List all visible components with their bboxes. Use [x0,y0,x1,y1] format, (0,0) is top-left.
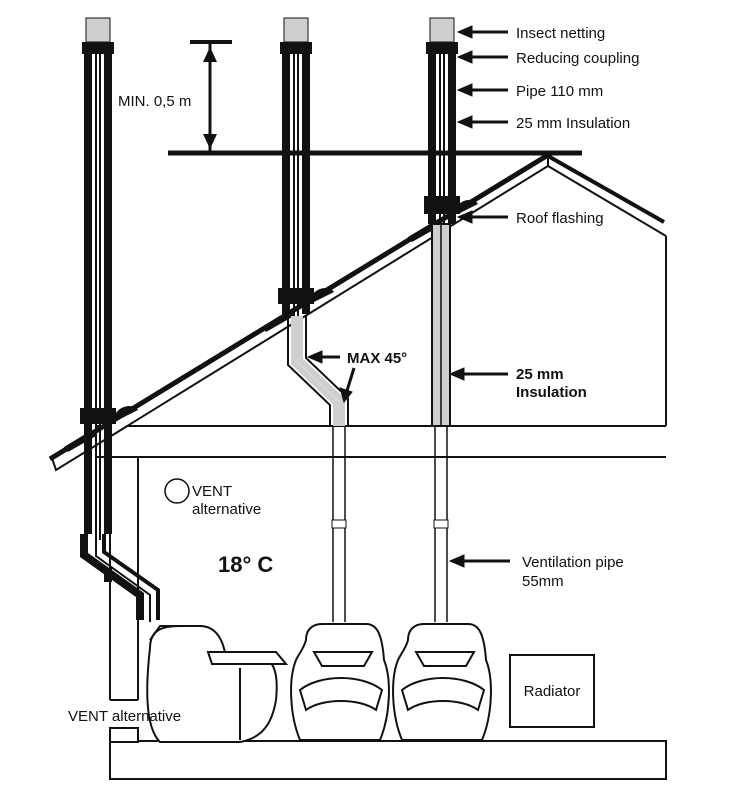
label-vent-alt-floor: VENT alternative [68,708,181,725]
radiator: Radiator [509,654,595,728]
radiator-label: Radiator [524,683,581,700]
label-vent-alt-room-2: alternative [192,501,261,518]
floor [109,727,667,780]
label-insulation-25: 25 mm Insulation [516,115,630,132]
label-pipe-110: Pipe 110 mm [516,83,603,100]
label-insulation-bold-2: Insulation [516,384,587,401]
toilet-unit-middle [290,623,390,741]
vent-pipe-left [80,17,160,622]
min-height-marker [168,40,582,156]
toilet-unit-right [392,623,492,741]
label-vent-alt-room-1: VENT [192,483,232,500]
vent-pipe-right [424,17,460,622]
label-vent-pipe-2: 55mm [522,573,564,590]
label-roof-flashing: Roof flashing [516,210,604,227]
label-reducing-coupling: Reducing coupling [516,50,639,67]
ceiling [96,425,666,458]
label-insulation-bold-1: 25 mm [516,366,564,383]
toilet-unit-left [146,625,289,743]
label-vent-pipe-1: Ventilation pipe [522,554,624,571]
callout-arrows [306,25,510,568]
label-temperature: 18° C [218,552,273,577]
vent-pipe-middle [278,17,349,622]
label-insect-netting: Insect netting [516,25,605,42]
label-min-height: MIN. 0,5 m [118,93,191,110]
label-max-45: MAX 45° [347,350,407,367]
vent-circle-icon [164,478,190,504]
roof [48,152,667,472]
